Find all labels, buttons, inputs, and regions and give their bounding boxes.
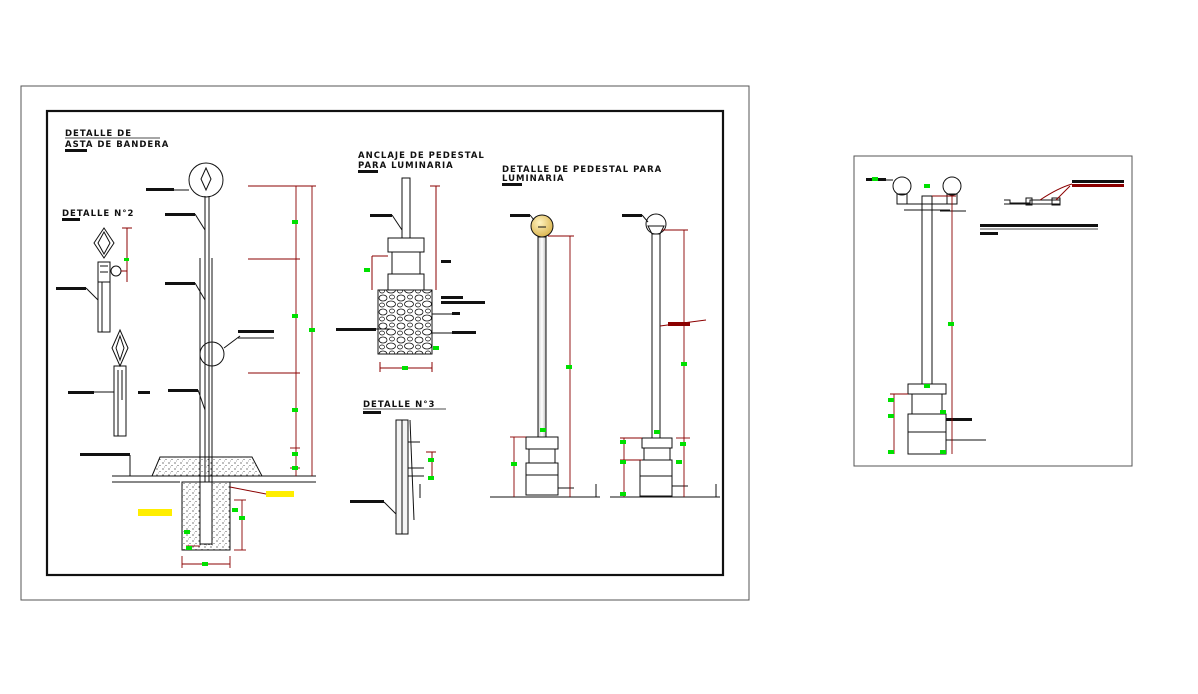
yellow-label-left [138, 509, 172, 516]
luminaire-pedestal-2 [610, 213, 720, 498]
title-flagpole: DETALLE DE ASTA DE BANDERA [65, 129, 169, 152]
anchorage-labels [336, 296, 485, 372]
inner-drawing-frame [45, 109, 725, 577]
title-detail-2: DETALLE N°2 [62, 209, 134, 221]
svg-text:DETALLE DE PEDESTAL PARA: DETALLE DE PEDESTAL PARA [502, 165, 662, 175]
arm-detail-caption [980, 224, 1098, 235]
finial-detail-upper [56, 227, 132, 333]
detail-3-bracket [350, 419, 436, 535]
secondary-sheet-frame [853, 155, 1133, 467]
luminaire-arm-detail [1004, 180, 1124, 206]
finial-detail-lower [68, 328, 150, 437]
outer-sheet-frame [20, 85, 750, 601]
svg-text:DETALLE N°2: DETALLE N°2 [62, 209, 134, 219]
title-anchorage: ANCLAJE DE PEDESTAL PARA LUMINARIA [358, 151, 485, 173]
anchorage-stone-base [377, 289, 433, 355]
flagpole-paving-mound [151, 456, 263, 477]
double-arm-luminaire [866, 176, 986, 455]
svg-text:ANCLAJE DE PEDESTAL: ANCLAJE DE PEDESTAL [358, 151, 485, 161]
luminaire-2-dimensions [620, 229, 690, 497]
title-pedestal: DETALLE DE PEDESTAL PARA LUMINARIA [502, 165, 662, 186]
svg-text:DETALLE N°3: DETALLE N°3 [363, 400, 435, 410]
yellow-label-right [266, 491, 294, 497]
svg-text:PARA LUMINARIA: PARA LUMINARIA [358, 161, 454, 171]
svg-text:ASTA DE BANDERA: ASTA DE BANDERA [65, 140, 169, 150]
title-detail-3: DETALLE N°3 [363, 400, 446, 414]
luminaire-pedestal-1 [490, 214, 600, 498]
svg-text:DETALLE DE: DETALLE DE [65, 129, 132, 139]
anchorage-detail [370, 177, 451, 291]
svg-text:LUMINARIA: LUMINARIA [502, 174, 565, 184]
